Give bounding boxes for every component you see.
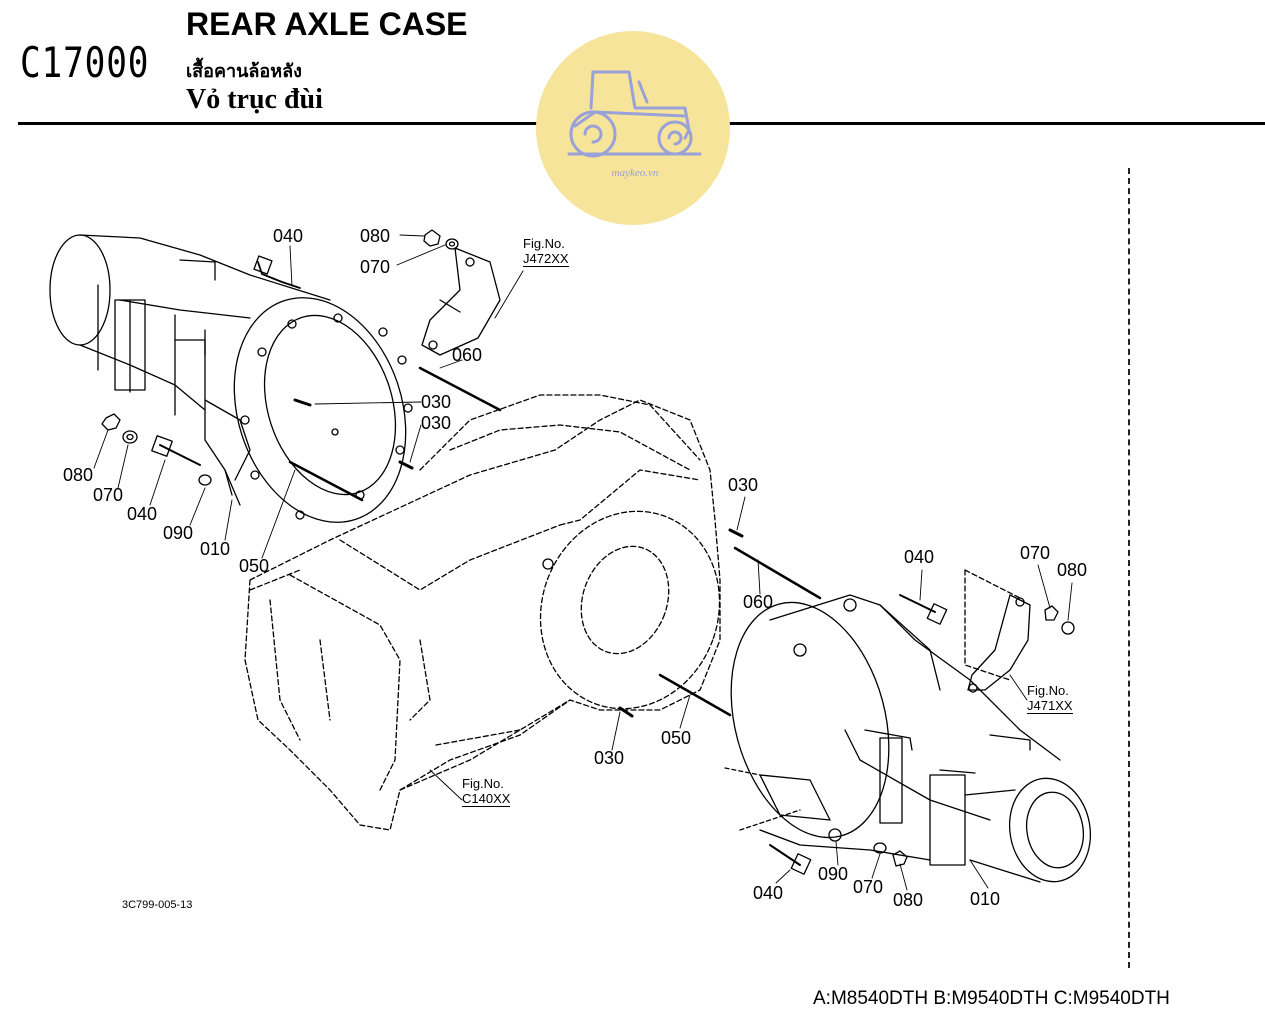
callout-030-a: 030 <box>421 392 452 412</box>
page-title-vietnamese: Vỏ trục đùi <box>186 84 323 115</box>
callout-080-c: 080 <box>1057 560 1088 580</box>
page-title-english: REAR AXLE CASE <box>186 6 468 42</box>
transmission-case <box>244 394 721 831</box>
section-code: C17000 <box>20 38 150 87</box>
left-axle-housing <box>49 234 331 506</box>
document-id: 3C799-005-13 <box>122 899 193 911</box>
leader-lines <box>93 234 1073 891</box>
tractor-icon <box>567 70 702 158</box>
fig-ref-number: C140XX <box>462 791 511 807</box>
left-fasteners <box>101 229 502 502</box>
callout-050-b: 050 <box>661 728 692 748</box>
callout-090-b: 090 <box>818 864 849 884</box>
callout-080-b: 080 <box>63 465 94 485</box>
callout-040-c: 040 <box>904 547 935 567</box>
callout-040-b: 040 <box>127 504 158 524</box>
callout-050-a: 050 <box>239 556 270 576</box>
model-list: A:M8540DTH B:M9540DTH C:M9540DTH <box>813 988 1170 1009</box>
callout-030-d: 030 <box>594 748 625 768</box>
callout-070-c: 070 <box>1020 543 1051 563</box>
callout-030-b: 030 <box>421 413 452 433</box>
callout-030-c: 030 <box>728 475 759 495</box>
fig-ref-label: Fig.No. <box>523 236 565 251</box>
fig-ref-c140: Fig.No.C140XX <box>462 776 511 807</box>
fig-ref-j471: Fig.No.J471XX <box>1027 683 1073 714</box>
callout-080-d: 080 <box>893 890 924 910</box>
watermark-circle <box>536 31 730 225</box>
callout-010-b: 010 <box>970 889 1001 909</box>
fig-ref-label: Fig.No. <box>462 776 504 791</box>
callout-090-a: 090 <box>163 523 194 543</box>
right-fasteners <box>542 528 1075 875</box>
page-title-thai: เสื้อคานล้อหลัง <box>186 61 302 82</box>
watermark-text: maykeo.vn <box>612 167 659 179</box>
callout-040-a: 040 <box>273 226 304 246</box>
callout-060-a: 060 <box>452 345 483 365</box>
fig-ref-number: J472XX <box>523 251 569 267</box>
right-bracket <box>964 569 1031 693</box>
callout-070-a: 070 <box>360 257 391 277</box>
callout-010-a: 010 <box>200 539 231 559</box>
fig-ref-number: J471XX <box>1027 698 1073 714</box>
callout-080-a: 080 <box>360 226 391 246</box>
callout-070-b: 070 <box>93 485 124 505</box>
fig-ref-j472: Fig.No.J472XX <box>523 236 569 267</box>
left-bracket <box>421 247 501 356</box>
right-axle-housing <box>724 594 1092 883</box>
left-flange <box>233 297 413 523</box>
watermark-logo: maykeo.vn <box>536 31 730 225</box>
page-dashed-divider <box>1128 168 1130 968</box>
callout-070-d: 070 <box>853 877 884 897</box>
fig-ref-label: Fig.No. <box>1027 683 1069 698</box>
callout-040-d: 040 <box>753 883 784 903</box>
callout-060-b: 060 <box>743 592 774 612</box>
